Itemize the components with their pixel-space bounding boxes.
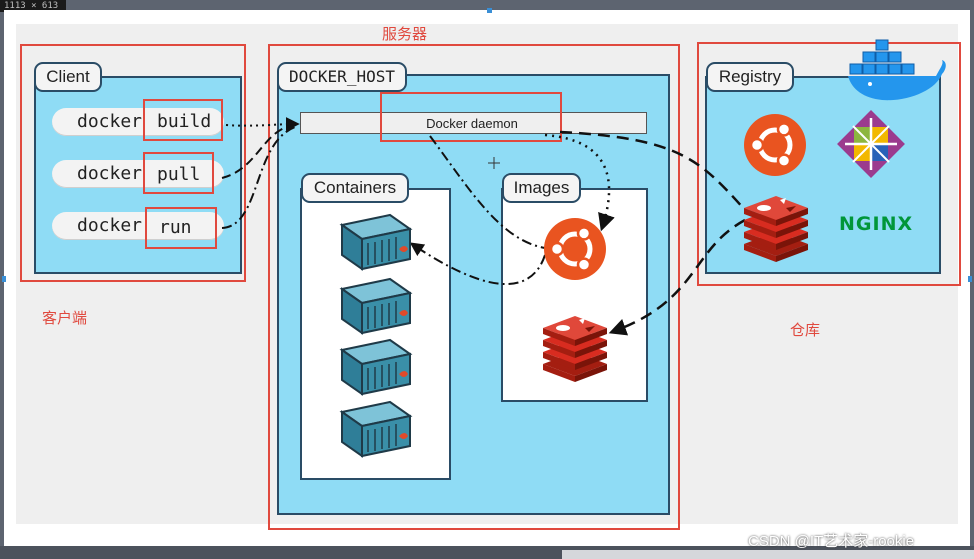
run-highlight: run bbox=[145, 207, 217, 249]
bottom-toolbar[interactable] bbox=[562, 550, 974, 559]
docker-host-title: DOCKER_HOST bbox=[277, 62, 407, 92]
cursor-crosshair-icon bbox=[488, 157, 500, 169]
ubuntu-image-icon bbox=[544, 218, 606, 280]
redis-image-icon bbox=[543, 316, 607, 382]
daemon-highlight bbox=[380, 92, 562, 142]
docker-daemon-label: Docker daemon bbox=[426, 116, 518, 131]
size-badge: 1113 × 613 bbox=[0, 0, 66, 12]
registry-redis-icon bbox=[744, 196, 808, 262]
command-run: docker bbox=[52, 212, 224, 240]
daemon-to-registry-arrow bbox=[559, 130, 746, 211]
registry-panel bbox=[705, 76, 941, 274]
selection-handle-top bbox=[487, 8, 492, 13]
registry-nginx-icon: NGINX bbox=[839, 213, 913, 235]
selection-handle-left bbox=[2, 276, 6, 282]
images-title: Images bbox=[502, 173, 581, 203]
container-2 bbox=[341, 278, 411, 334]
command-build: docker bbox=[52, 108, 224, 136]
server-label: 服务器 bbox=[382, 26, 428, 43]
containers-title: Containers bbox=[301, 173, 409, 203]
ubuntu-to-container-arrow bbox=[409, 242, 546, 286]
registry-label: 仓库 bbox=[790, 322, 821, 339]
client-label: 客户端 bbox=[42, 310, 88, 327]
watermark: CSDN @IT艺术家-rookie bbox=[748, 533, 915, 550]
build-arrow bbox=[225, 117, 300, 132]
selection-handle-right bbox=[968, 276, 972, 282]
container-3 bbox=[341, 339, 411, 395]
registry-centos-icon bbox=[837, 110, 905, 178]
command-pull-base: docker bbox=[77, 163, 143, 184]
command-build-base: docker bbox=[77, 111, 143, 132]
build-highlight: build bbox=[143, 99, 223, 141]
daemon-to-image-arrow bbox=[544, 133, 615, 232]
client-highlight bbox=[20, 44, 246, 282]
pull-highlight: pull bbox=[143, 152, 214, 194]
pull-arrow bbox=[221, 123, 299, 179]
docker-host-highlight bbox=[268, 44, 680, 530]
client-title: Client bbox=[34, 62, 102, 92]
container-4 bbox=[341, 401, 411, 457]
container-1 bbox=[341, 214, 411, 270]
command-pull: docker bbox=[52, 160, 224, 188]
command-run-base: docker bbox=[77, 215, 143, 236]
registry-title: Registry bbox=[706, 62, 794, 92]
daemon-to-ubuntu-path bbox=[429, 135, 546, 249]
registry-ubuntu-icon bbox=[744, 114, 806, 176]
docker-whale-icon bbox=[848, 39, 946, 101]
run-arrow bbox=[221, 125, 299, 229]
registry-to-redis-arrow bbox=[608, 218, 746, 336]
